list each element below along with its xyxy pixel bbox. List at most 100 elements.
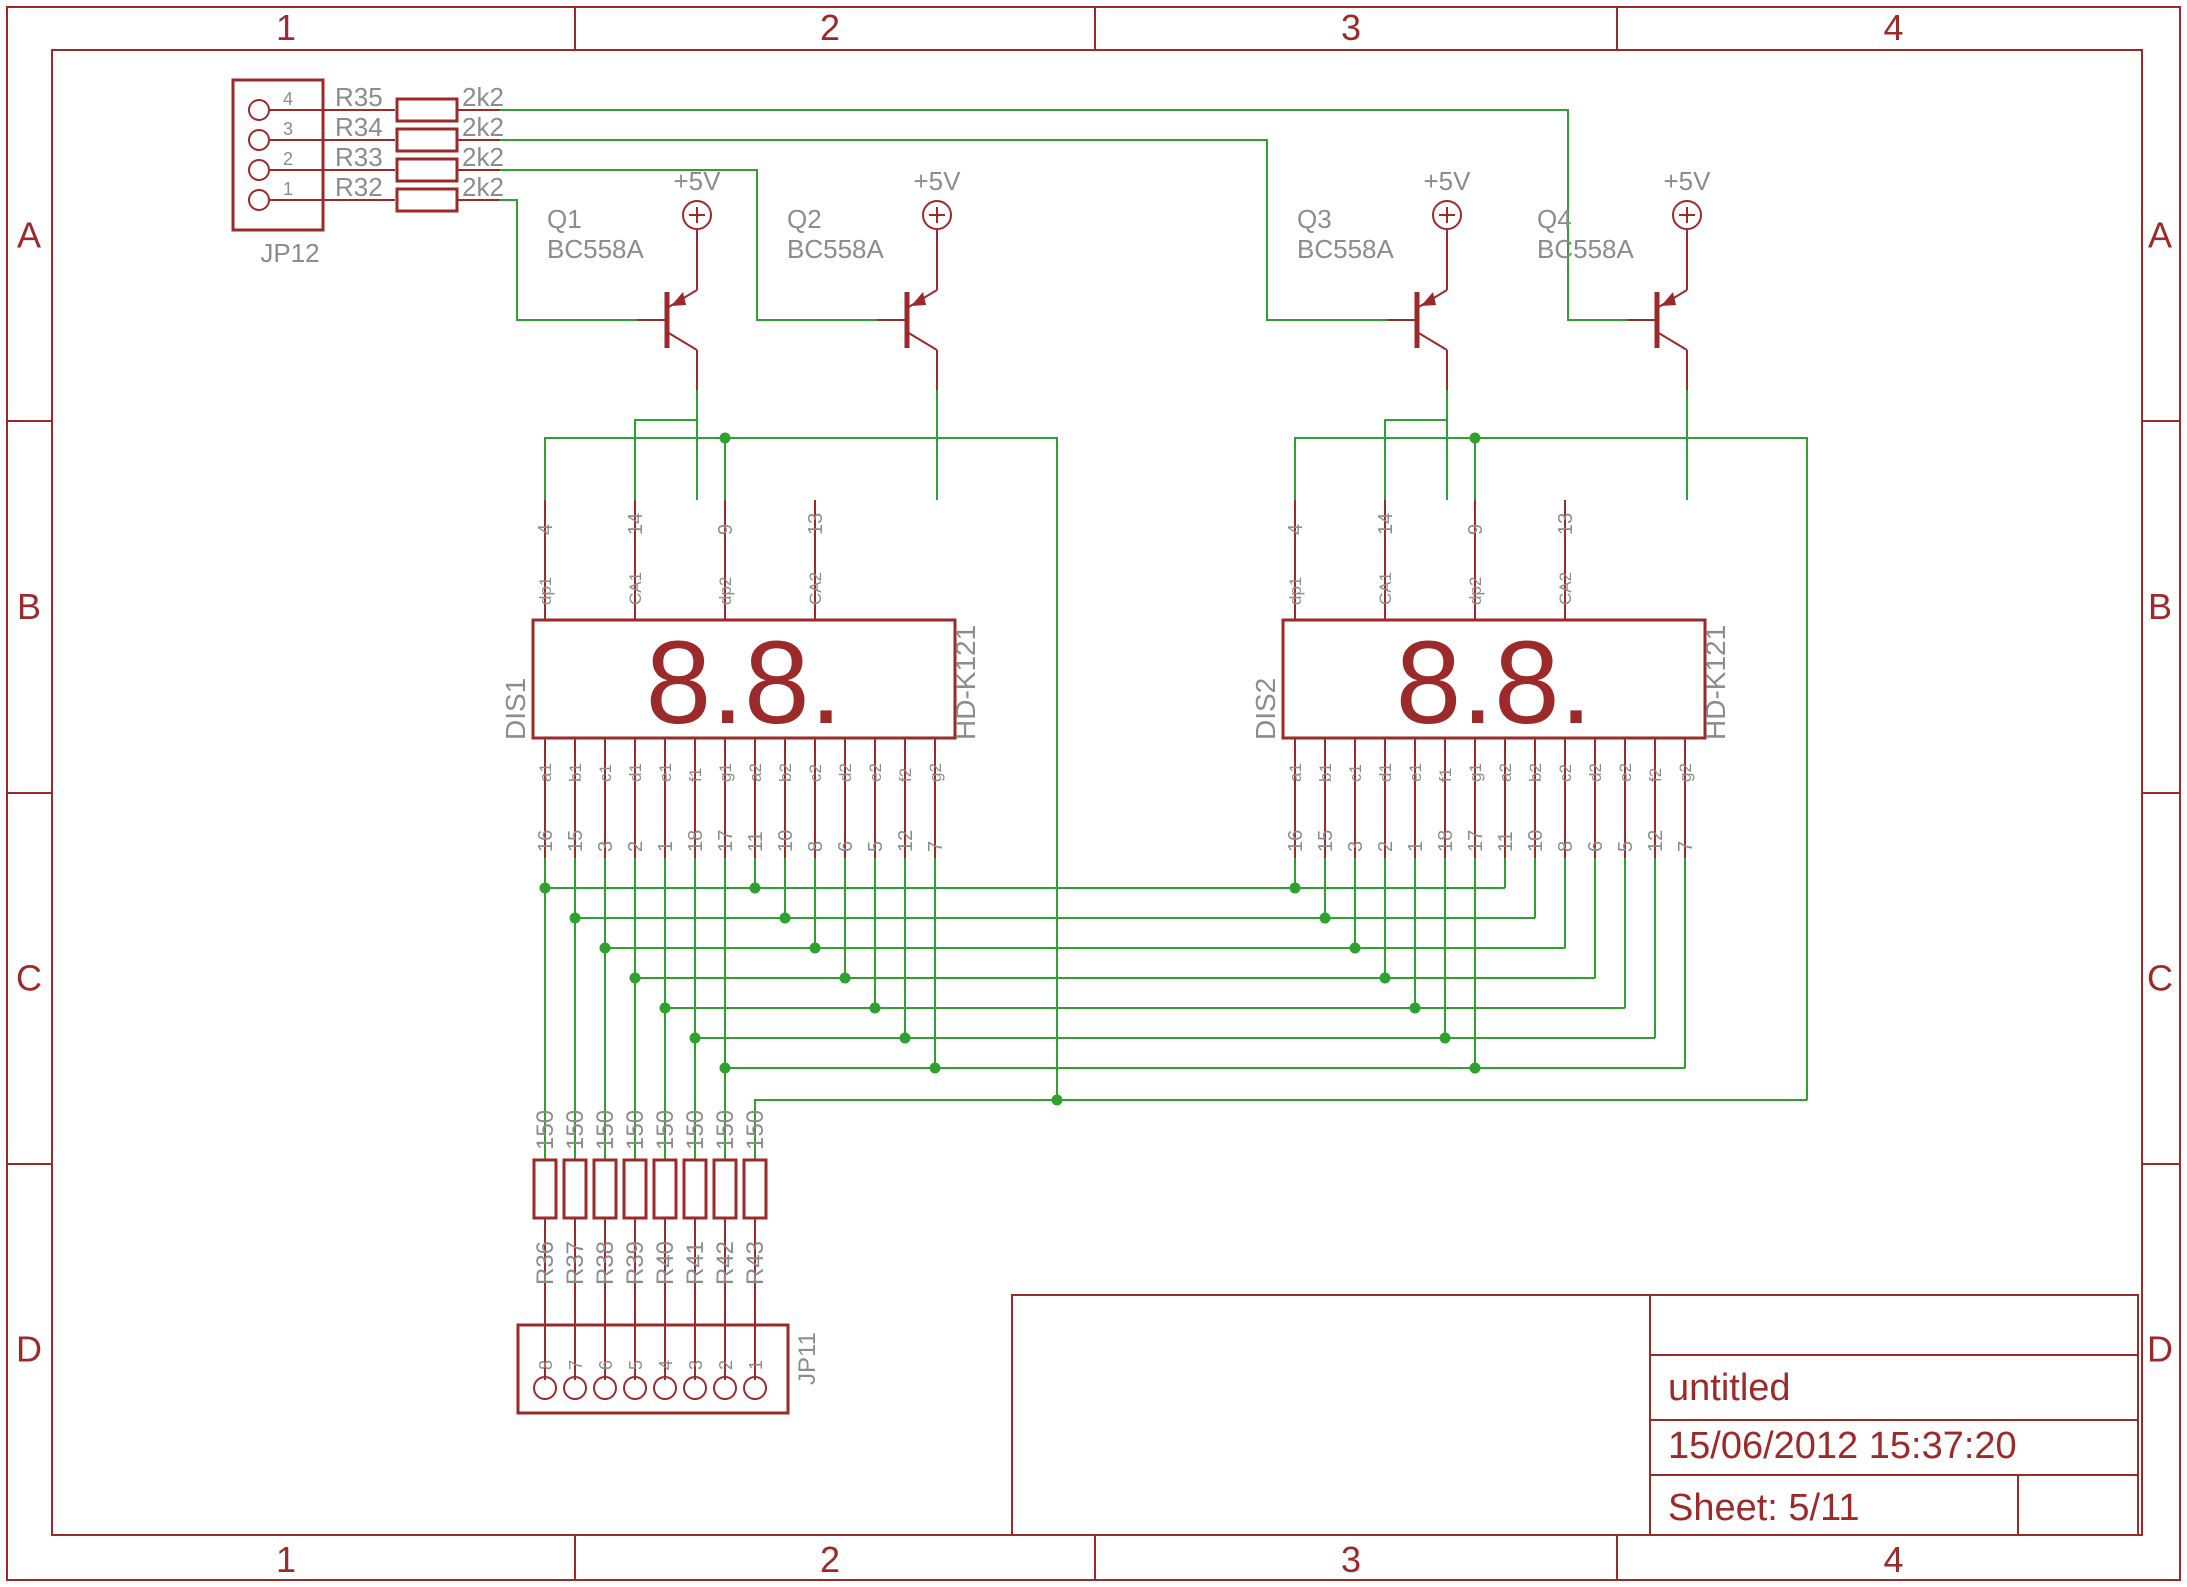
bottom-pin-number: 1 — [1405, 841, 1427, 852]
resistor-body — [592, 1158, 618, 1220]
resistor-value: 150 — [652, 1110, 679, 1150]
top-pin-number: 9 — [715, 524, 737, 535]
bottom-pin-number: 15 — [1315, 830, 1337, 852]
row-letter-right: C — [2147, 958, 2173, 999]
resistor-name: R33 — [335, 142, 383, 172]
bottom-pin-name: d1 — [1376, 763, 1395, 782]
bottom-pin-number: 2 — [625, 841, 647, 852]
column-number-top: 2 — [820, 7, 840, 48]
junction-dot — [839, 972, 851, 984]
bottom-pin-number: 1 — [655, 841, 677, 852]
resistor-body — [742, 1158, 768, 1220]
bottom-pin-name: c2 — [806, 764, 825, 782]
collector-lead — [666, 331, 698, 351]
bottom-pin-name: g2 — [1676, 763, 1695, 782]
wire-dp-return — [754, 1099, 1057, 1160]
display-body — [1281, 618, 1707, 740]
wire-dp-bus — [1294, 437, 1808, 1100]
jp12-pin-number: 4 — [283, 89, 293, 109]
resistor-name: R35 — [335, 82, 383, 112]
transistor-type: BC558A — [547, 234, 644, 264]
supply-label: +5V — [674, 166, 722, 196]
wire-collector — [634, 390, 698, 500]
top-pin-name: CA1 — [626, 572, 645, 605]
resistor-body — [395, 97, 459, 123]
display-body — [531, 618, 957, 740]
emitter-arrow — [1661, 292, 1676, 306]
resistor-value: 150 — [622, 1110, 649, 1150]
jp12-body — [231, 78, 325, 232]
top-pin-name: dp2 — [716, 577, 735, 605]
top-pin-number: 14 — [625, 513, 647, 535]
supply-symbol — [922, 200, 952, 230]
resistor-name: R34 — [335, 112, 383, 142]
column-number-bottom: 3 — [1341, 1539, 1361, 1580]
jp11-pin — [563, 1376, 587, 1400]
junction-dot — [929, 1062, 941, 1074]
jp11-pin — [743, 1376, 767, 1400]
top-pin-name: CA1 — [1376, 572, 1395, 605]
row-letter-right: D — [2147, 1329, 2173, 1370]
bottom-pin-name: e1 — [1406, 763, 1425, 782]
title-frame — [1011, 1294, 2139, 1536]
junction-dot — [749, 882, 761, 894]
resistor-value: 150 — [592, 1110, 619, 1150]
top-pin-number: 9 — [1465, 524, 1487, 535]
jp12-pin-number: 3 — [283, 119, 293, 139]
transistor-type: BC558A — [787, 234, 884, 264]
resistor-value: 2k2 — [462, 142, 504, 172]
seven-segment-glyph: 8.8. — [646, 617, 843, 749]
bottom-pin-name: f2 — [896, 768, 915, 782]
jp12-pin — [248, 189, 270, 211]
jp11-pin-number: 8 — [536, 1360, 556, 1370]
resistor-body — [395, 127, 459, 153]
bottom-pin-name: g2 — [926, 763, 945, 782]
junction-dot — [719, 432, 731, 444]
resistor-value: 2k2 — [462, 112, 504, 142]
top-pin-name: CA2 — [1556, 572, 1575, 605]
junction-dot — [1469, 432, 1481, 444]
jp11-pin — [653, 1376, 677, 1400]
column-number-bottom: 2 — [820, 1539, 840, 1580]
jp11-pin-number: 1 — [746, 1360, 766, 1370]
bottom-pin-name: c1 — [1346, 764, 1365, 782]
supply-label: +5V — [1664, 166, 1712, 196]
junction-dot — [869, 1002, 881, 1014]
drawing-date: 15/06/2012 15:37:20 — [1668, 1425, 2017, 1467]
display-name: DIS2 — [1250, 678, 1281, 740]
transistor-type: BC558A — [1297, 234, 1394, 264]
resistor-value: 150 — [712, 1110, 739, 1150]
jp11-pin — [713, 1376, 737, 1400]
outer-border — [6, 6, 2181, 1581]
jp12-pin — [248, 99, 270, 121]
bottom-pin-name: b1 — [566, 763, 585, 782]
bottom-pin-number: 16 — [535, 830, 557, 852]
junction-dot — [1409, 1002, 1421, 1014]
wire-r32-q1 — [500, 199, 667, 321]
resistor-body — [682, 1158, 708, 1220]
transistor-name: Q1 — [547, 204, 582, 234]
bottom-pin-name: c1 — [596, 764, 615, 782]
bottom-pin-name: g1 — [716, 763, 735, 782]
bottom-pin-name: c2 — [1556, 764, 1575, 782]
column-number-bottom: 4 — [1883, 1539, 1903, 1580]
seven-segment-glyph: 8.8. — [1396, 617, 1593, 749]
junction-dot — [809, 942, 821, 954]
jp11-body — [516, 1323, 790, 1415]
bottom-pin-name: f1 — [1436, 768, 1455, 782]
column-number-bottom: 1 — [276, 1539, 296, 1580]
resistor-body — [622, 1158, 648, 1220]
resistor-name: R39 — [622, 1241, 649, 1285]
top-pin-name: dp1 — [536, 577, 555, 605]
transistor-name: Q2 — [787, 204, 822, 234]
top-pin-number: 4 — [1285, 524, 1307, 535]
resistor-value: 150 — [562, 1110, 589, 1150]
jp11-pin-number: 5 — [626, 1360, 646, 1370]
resistor-value: 150 — [682, 1110, 709, 1150]
jp12-name: JP12 — [260, 238, 319, 268]
supply-label: +5V — [1424, 166, 1472, 196]
row-letter-left: A — [17, 215, 41, 256]
row-letter-left: B — [17, 586, 41, 627]
